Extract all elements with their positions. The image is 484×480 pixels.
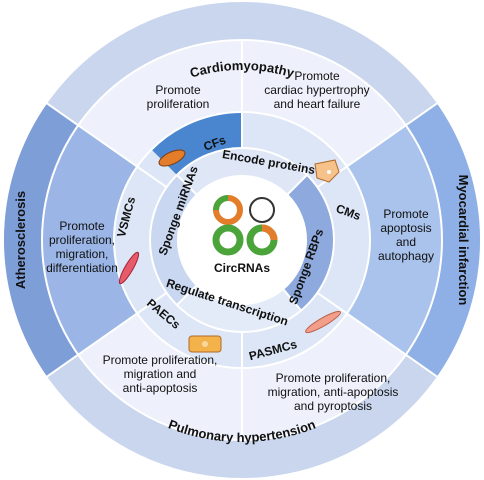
- paec-cell-icon: [188, 335, 222, 353]
- circrna-black-ring-icon: [249, 197, 275, 223]
- ring-dividers: [41, 39, 443, 441]
- cf-cell-icon: [158, 149, 186, 167]
- circrna-orange-ring-icon: [213, 195, 243, 225]
- middle-divider: [316, 291, 407, 356]
- outer-divider: [405, 353, 438, 378]
- circrna-mixed-ring-icon: [246, 224, 278, 256]
- ring-boundary-outer: [41, 39, 443, 441]
- outer-divider: [46, 353, 79, 378]
- mech-segment-mirnas: [150, 174, 197, 306]
- mech-divider: [176, 284, 198, 306]
- mech-segment-encode: [176, 148, 308, 195]
- mech-divider: [176, 174, 198, 196]
- middle-ring-highlights: [41, 125, 442, 355]
- center-label: CircRNAs: [214, 261, 270, 275]
- cm-cell-icon: [314, 159, 340, 183]
- middle-divider: [77, 291, 168, 356]
- disease-cardiomyopathy: Cardiomyopathy: [188, 58, 296, 81]
- circrna-green-ring-icon: [212, 224, 244, 256]
- circrna-icons: [212, 195, 278, 256]
- mech-divider: [282, 288, 302, 312]
- mech-segment-transcription: [176, 285, 302, 332]
- middle-highlight-vsmcs: [41, 125, 138, 355]
- vsmc-cell-icon: [118, 251, 140, 285]
- pasmc-cell-icon: [305, 310, 341, 334]
- middle-divider: [77, 124, 168, 189]
- middle-highlight-cms: [346, 125, 442, 355]
- outer-divider: [405, 102, 438, 127]
- mech-divider: [286, 174, 308, 196]
- ring-boundary-center: [177, 175, 307, 305]
- mech-segment-rbps: [283, 174, 334, 311]
- outer-divider: [46, 102, 79, 127]
- mechanism-ring-highlights: [150, 148, 334, 332]
- disease-atherosclerosis: Atherosclerosis: [13, 191, 28, 289]
- ring-boundary-cell: [149, 147, 335, 333]
- effect-pasmcs: Promote proliferation,migration, anti-ap…: [268, 371, 399, 413]
- disease-myocardial-infarction: Myocardial infarction: [456, 175, 471, 306]
- ring-boundary-middle: [113, 111, 371, 369]
